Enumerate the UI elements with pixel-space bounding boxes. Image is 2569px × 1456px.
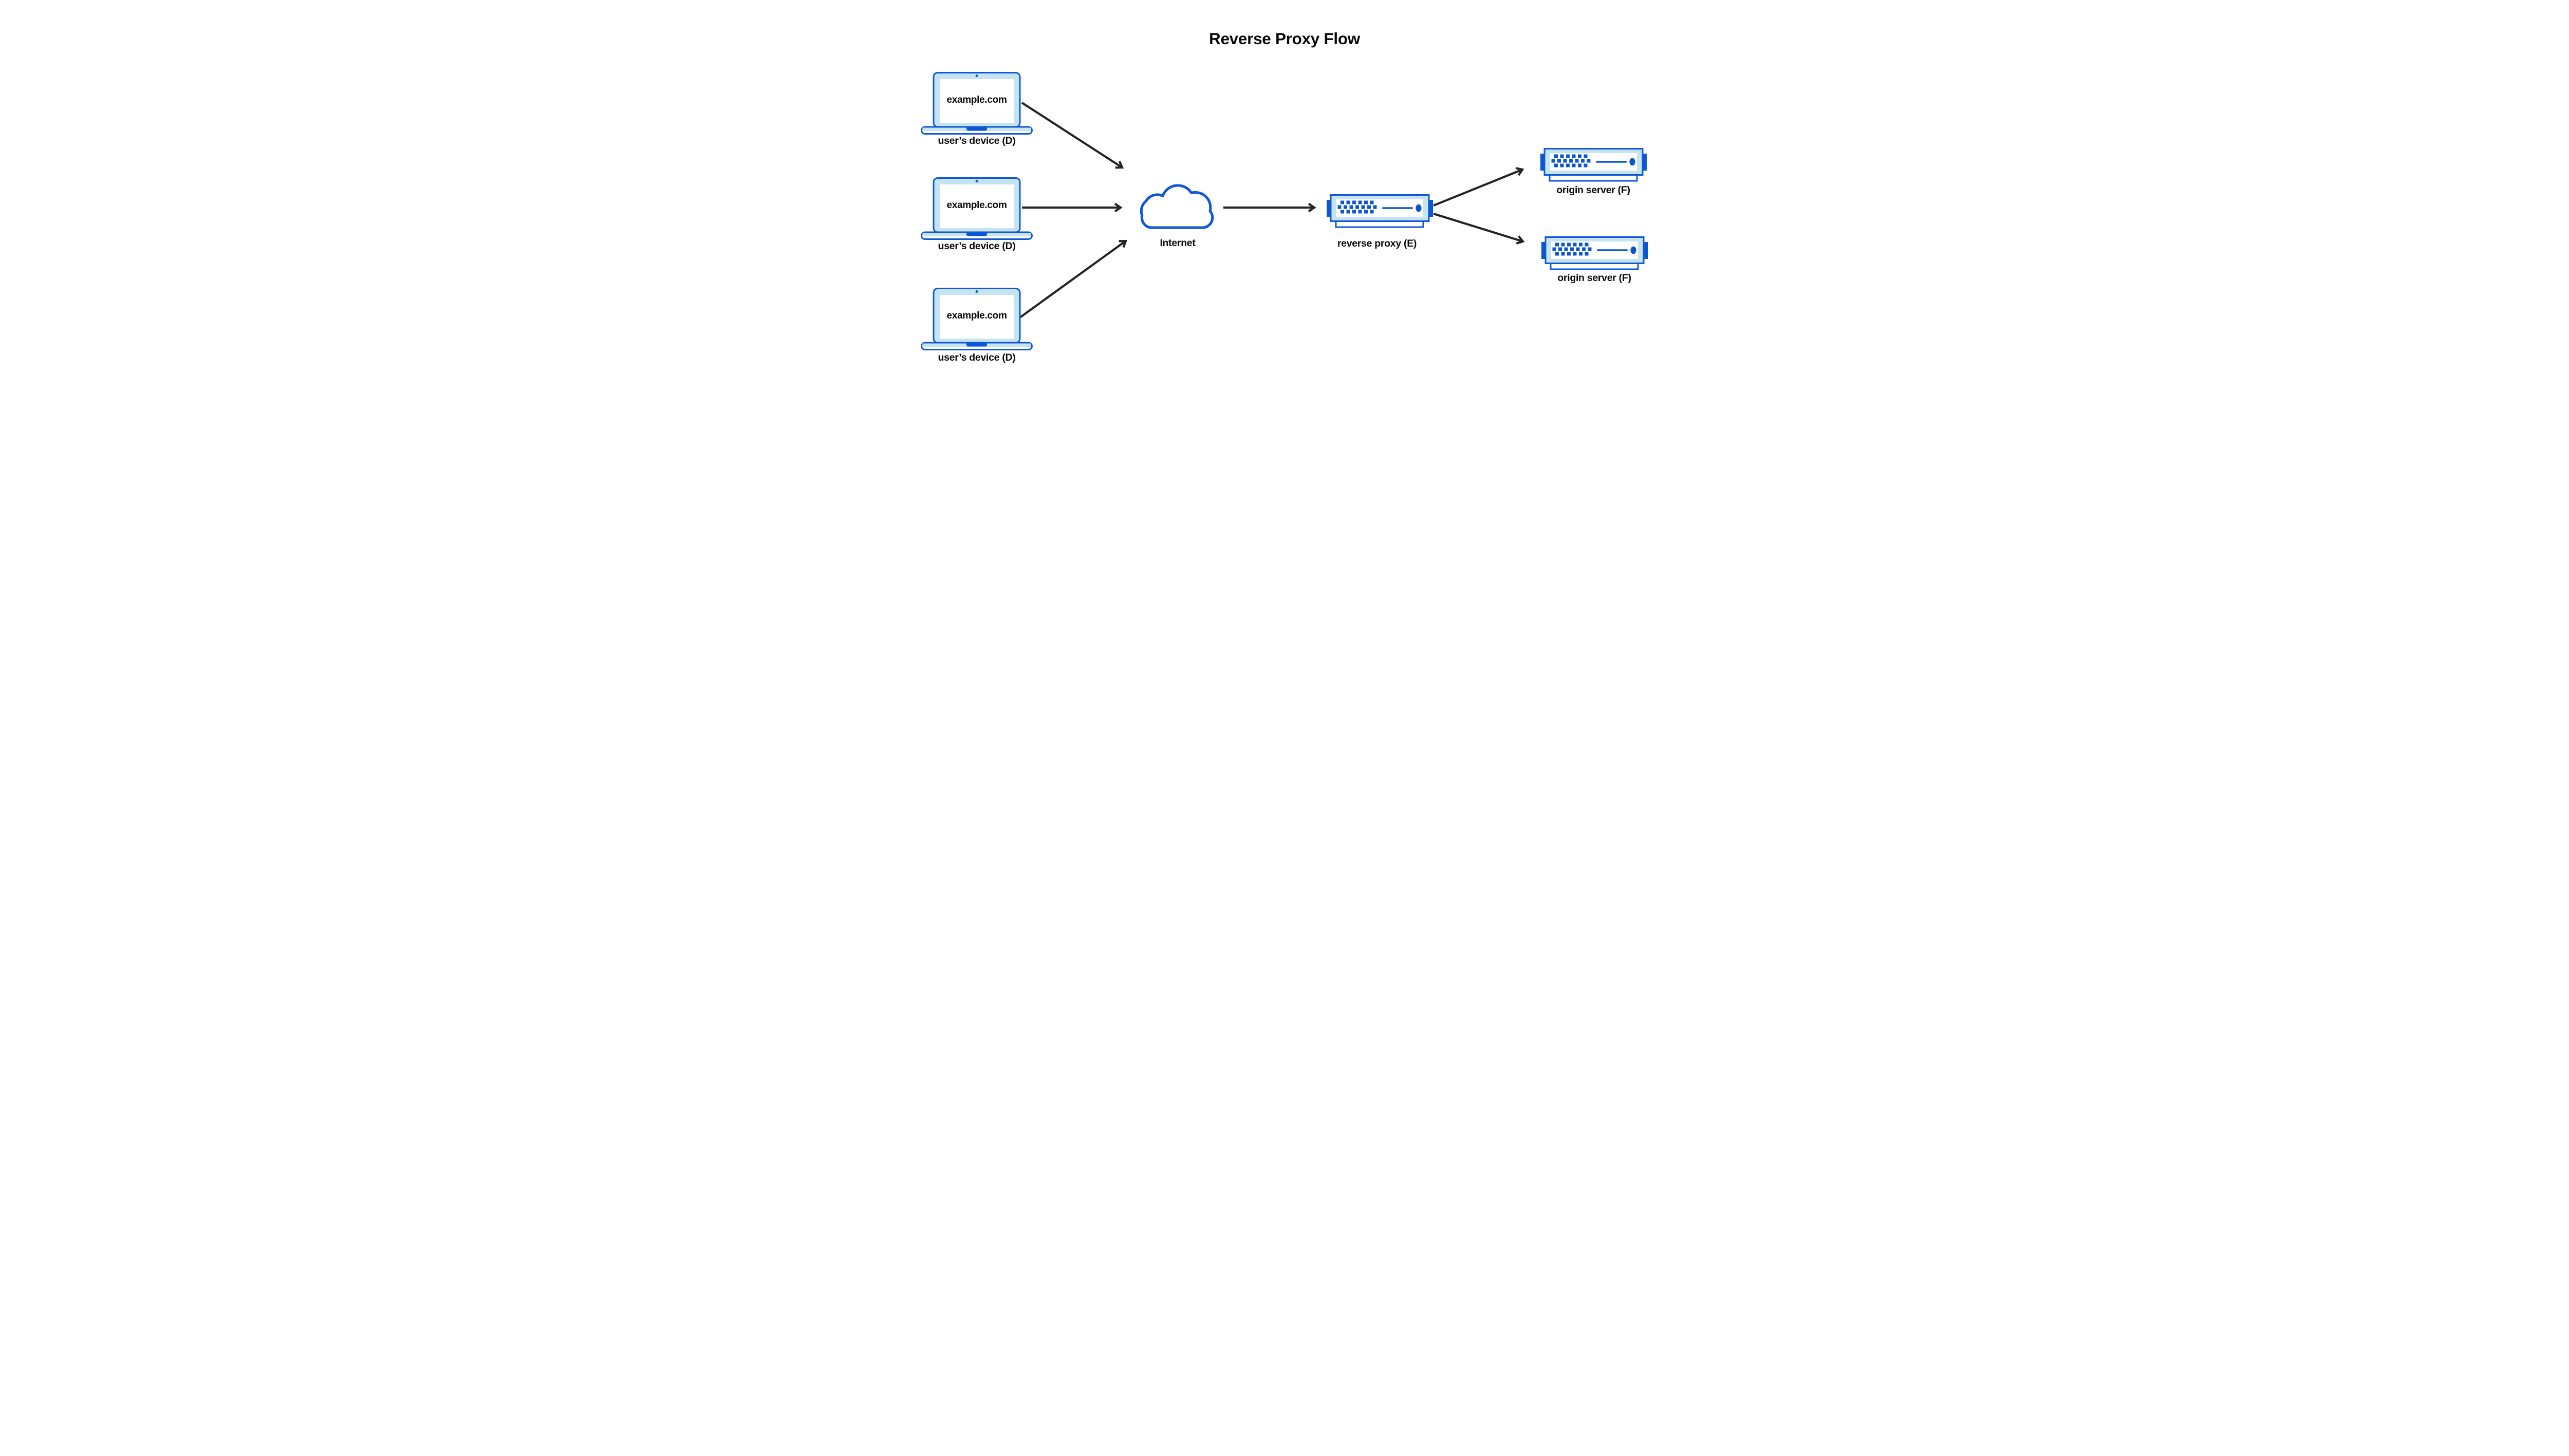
diagram-stage: Reverse Proxy Flow example.com user’s de… bbox=[882, 0, 1687, 403]
arrow-device1-to-internet bbox=[1021, 102, 1124, 169]
reverse-proxy-node: reverse proxy (E) bbox=[1326, 194, 1434, 249]
device-label: user’s device (D) bbox=[938, 240, 1015, 252]
reverse-proxy-flow-diagram: Reverse Proxy Flow example.com user’s de… bbox=[920, 29, 1648, 363]
origin-server-label: origin server (F) bbox=[1556, 184, 1630, 196]
user-device-node-1: example.com user’s device (D) bbox=[920, 72, 1033, 146]
device-label: user’s device (D) bbox=[938, 135, 1015, 146]
arrow-proxy-to-origin2 bbox=[1432, 212, 1525, 245]
server-icon bbox=[1326, 194, 1434, 228]
user-device-node-3: example.com user’s device (D) bbox=[920, 288, 1033, 363]
server-icon bbox=[1540, 236, 1648, 270]
internet-node: Internet bbox=[1141, 185, 1213, 249]
origin-server-node-2: origin server (F) bbox=[1540, 236, 1648, 284]
device-screen-text: example.com bbox=[946, 310, 1007, 321]
arrow-proxy-to-origin1 bbox=[1432, 167, 1524, 207]
device-screen-text: example.com bbox=[946, 95, 1007, 105]
origin-server-label: origin server (F) bbox=[1557, 272, 1631, 284]
arrow-device3-to-internet bbox=[1019, 239, 1127, 319]
device-label: user’s device (D) bbox=[938, 352, 1015, 363]
cloud-icon bbox=[1141, 185, 1213, 228]
reverse-proxy-label: reverse proxy (E) bbox=[1337, 238, 1416, 249]
request-arrows bbox=[1019, 102, 1525, 319]
server-icon bbox=[1539, 148, 1647, 182]
user-device-node-2: example.com user’s device (D) bbox=[920, 177, 1033, 252]
diagram-title: Reverse Proxy Flow bbox=[1209, 29, 1361, 48]
device-screen-text: example.com bbox=[946, 200, 1007, 211]
origin-server-node-1: origin server (F) bbox=[1539, 148, 1647, 196]
internet-label: Internet bbox=[1160, 237, 1196, 249]
